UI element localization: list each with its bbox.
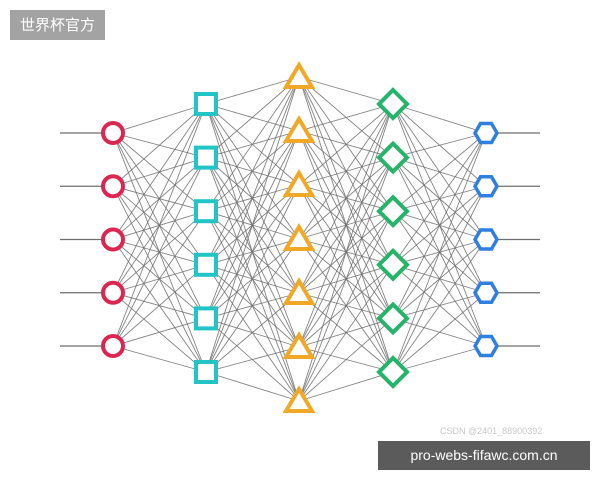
diamond-node (376, 87, 410, 121)
square-node (194, 306, 218, 331)
connection-edge (112, 210, 207, 347)
connection-edge (392, 186, 487, 373)
square-node (194, 199, 218, 224)
hexagon-node (472, 174, 500, 198)
connection-edge (112, 103, 207, 187)
connection-edge (392, 132, 487, 159)
connection-edge (298, 264, 394, 402)
connection-edge (298, 318, 394, 402)
connection-edge (392, 132, 487, 266)
connection-edge (298, 103, 394, 402)
connection-edge (205, 346, 300, 373)
connection-edge (112, 157, 207, 347)
connection-edge (205, 130, 300, 373)
connection-edge (112, 345, 207, 373)
connection-edge (112, 103, 207, 240)
triangle-node (282, 385, 316, 413)
connection-edge (392, 132, 487, 212)
connection-edge (112, 103, 207, 347)
connection-edge (392, 239, 487, 373)
square-node (194, 252, 218, 277)
connection-edge (205, 371, 300, 402)
connection-edge (298, 157, 394, 402)
connection-edge (298, 103, 394, 186)
connection-edge (298, 103, 394, 348)
connection-edge (298, 371, 394, 402)
square-node (194, 360, 218, 384)
triangle-node (282, 115, 316, 143)
triangle-node (282, 223, 316, 251)
connection-edge (298, 76, 394, 105)
hexagon-node (472, 281, 500, 305)
connection-edges (112, 76, 487, 402)
square-node (194, 92, 218, 116)
csdn-watermark: CSDN @2401_88900392 (440, 426, 543, 436)
square-node (194, 145, 218, 170)
connection-edge (205, 76, 300, 212)
connection-edge (298, 211, 394, 402)
connection-edge (205, 76, 300, 265)
connection-edge (205, 184, 300, 373)
connection-edge (112, 103, 207, 293)
hexagon-node (472, 334, 500, 358)
diamond-node (376, 194, 410, 229)
diamond-node (376, 140, 410, 175)
connection-edge (205, 76, 300, 158)
triangle-node (282, 61, 316, 89)
connection-edge (205, 76, 300, 319)
connection-edge (112, 264, 207, 347)
triangle-node (282, 331, 316, 359)
circle-node (101, 280, 125, 305)
triangle-node (282, 169, 316, 197)
connection-edge (392, 132, 487, 373)
network-nodes (101, 61, 500, 413)
connection-edge (112, 317, 207, 347)
diamond-node (376, 301, 410, 336)
connection-edge (392, 103, 487, 134)
site-badge: 世界杯官方 (10, 10, 106, 40)
connection-edge (392, 292, 487, 373)
circle-node (101, 334, 125, 358)
circle-node (101, 174, 125, 199)
connection-edge (298, 103, 394, 294)
diamond-node (376, 247, 410, 282)
connection-edge (392, 132, 487, 319)
triangle-node (282, 277, 316, 305)
connection-edge (205, 76, 300, 105)
circle-node (101, 121, 125, 145)
circle-node (101, 227, 125, 252)
connection-edge (298, 103, 394, 240)
connection-edge (205, 292, 300, 373)
connection-edge (298, 103, 394, 132)
site-url-footer[interactable]: pro-webs-fifawc.com.cn (378, 441, 590, 470)
connection-edge (112, 103, 207, 134)
connection-edge (205, 238, 300, 373)
connection-edge (205, 76, 300, 373)
connection-edge (392, 345, 487, 373)
hexagon-node (472, 121, 500, 145)
diamond-node (376, 355, 410, 389)
hexagon-node (472, 228, 500, 251)
